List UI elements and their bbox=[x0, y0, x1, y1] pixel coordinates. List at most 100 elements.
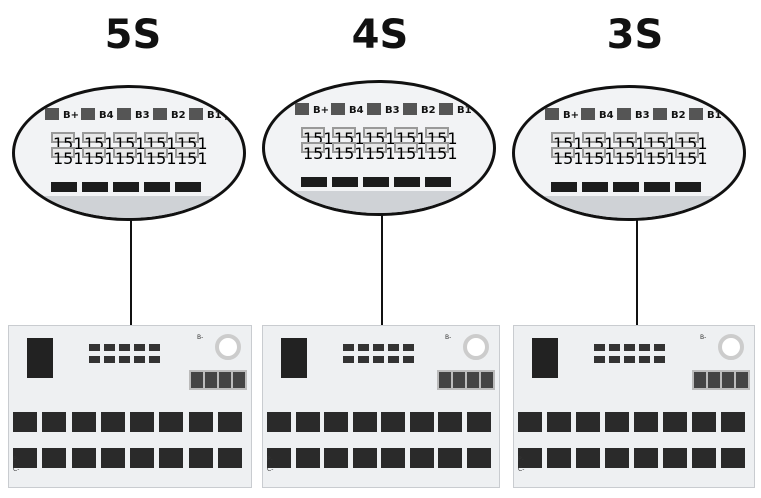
resistor: 151 bbox=[175, 147, 208, 168]
ic-chip bbox=[27, 338, 53, 378]
mosfet bbox=[295, 448, 320, 468]
mosfet bbox=[71, 448, 96, 468]
smd-resistor bbox=[358, 356, 369, 363]
solder-pad bbox=[653, 108, 667, 120]
resistor: 151 bbox=[332, 142, 365, 163]
pointer-line bbox=[381, 214, 383, 325]
resistor-code: 151 bbox=[615, 149, 646, 168]
resistor: 151 bbox=[363, 127, 396, 148]
title-5s: 5S bbox=[104, 12, 162, 58]
pcb-label: B3 bbox=[385, 105, 400, 116]
transistor bbox=[82, 182, 108, 192]
resistor-code: 151 bbox=[334, 144, 365, 163]
mosfet bbox=[547, 412, 571, 432]
resistor: 151 bbox=[675, 132, 708, 153]
solder-pad bbox=[225, 108, 239, 120]
smd-resistor bbox=[119, 356, 130, 363]
mosfet bbox=[267, 412, 291, 432]
pcb-label: B+ bbox=[563, 110, 580, 121]
mosfet bbox=[518, 448, 542, 468]
mosfet bbox=[605, 448, 629, 468]
resistor: 151 bbox=[613, 132, 646, 153]
resistor: 151 bbox=[551, 147, 584, 168]
bms-board-3S: P-C-B- bbox=[513, 325, 755, 488]
solder-pad bbox=[295, 103, 309, 115]
resistor: 151 bbox=[551, 132, 584, 153]
magnified-detail-5S: B+B4B3B2B1B-1511511511511511511511511511… bbox=[12, 85, 246, 221]
smd-resistor bbox=[624, 344, 635, 351]
resistor: 151 bbox=[144, 132, 177, 153]
mosfet bbox=[159, 448, 184, 468]
resistor-code: 151 bbox=[365, 144, 396, 163]
solder-pad bbox=[439, 103, 453, 115]
mosfet bbox=[663, 412, 687, 432]
mosfet bbox=[42, 448, 67, 468]
mosfet bbox=[605, 412, 629, 432]
resistor-code: 151 bbox=[646, 149, 677, 168]
transistor bbox=[551, 182, 577, 192]
mosfet bbox=[692, 412, 716, 432]
solder-pad bbox=[81, 108, 95, 120]
resistor: 151 bbox=[301, 127, 334, 148]
board-mark: C- bbox=[267, 466, 274, 473]
smd-resistor bbox=[149, 356, 160, 363]
pointer-line bbox=[130, 219, 132, 325]
mounting-hole bbox=[463, 334, 489, 360]
resistor: 151 bbox=[425, 142, 458, 163]
solder-pad bbox=[617, 108, 631, 120]
transistor bbox=[425, 177, 451, 187]
resistor-code: 151 bbox=[677, 149, 708, 168]
resistor-code: 151 bbox=[177, 149, 208, 168]
mosfet bbox=[100, 412, 125, 432]
resistor-code: 151 bbox=[427, 144, 458, 163]
mosfet bbox=[663, 448, 687, 468]
mosfet bbox=[547, 448, 571, 468]
resistor: 151 bbox=[51, 132, 84, 153]
smd-resistor bbox=[89, 344, 100, 351]
mosfet bbox=[692, 448, 716, 468]
transistor bbox=[675, 182, 701, 192]
pcb-label: B1 bbox=[207, 110, 222, 121]
mosfet bbox=[634, 448, 658, 468]
resistor: 151 bbox=[301, 142, 334, 163]
mosfet bbox=[466, 448, 491, 468]
mosfet bbox=[721, 412, 745, 432]
smd-resistor bbox=[149, 344, 160, 351]
mosfet bbox=[324, 448, 348, 468]
transistor bbox=[394, 177, 420, 187]
mosfet bbox=[352, 412, 377, 432]
transistor bbox=[113, 182, 139, 192]
mosfet bbox=[352, 448, 377, 468]
transistor bbox=[51, 182, 77, 192]
mosfet bbox=[381, 448, 405, 468]
pcb-label: B2 bbox=[671, 110, 686, 121]
smd-resistor bbox=[388, 344, 399, 351]
resistor: 151 bbox=[425, 127, 458, 148]
smd-resistor bbox=[343, 356, 354, 363]
board-mark: P- bbox=[13, 456, 19, 463]
mosfet bbox=[466, 412, 491, 432]
ic-chip bbox=[281, 338, 307, 378]
solder-pad bbox=[117, 108, 131, 120]
smd-resistor bbox=[119, 344, 130, 351]
mounting-hole bbox=[718, 334, 744, 360]
pcb-label: B2 bbox=[421, 105, 436, 116]
resistor: 151 bbox=[82, 132, 115, 153]
solder-pad bbox=[189, 108, 203, 120]
mosfet bbox=[409, 412, 434, 432]
resistor-code: 151 bbox=[396, 144, 427, 163]
smd-resistor bbox=[609, 344, 620, 351]
board-mark: P- bbox=[267, 456, 273, 463]
smd-resistor bbox=[373, 344, 384, 351]
transistor bbox=[144, 182, 170, 192]
mosfet bbox=[159, 412, 184, 432]
mosfet bbox=[634, 412, 658, 432]
resistor-code: 151 bbox=[303, 144, 334, 163]
pcb-label: B+ bbox=[63, 110, 80, 121]
pcb-label: B- bbox=[243, 110, 246, 121]
resistor: 151 bbox=[113, 147, 146, 168]
resistor-code: 151 bbox=[146, 149, 177, 168]
resistor: 151 bbox=[675, 147, 708, 168]
